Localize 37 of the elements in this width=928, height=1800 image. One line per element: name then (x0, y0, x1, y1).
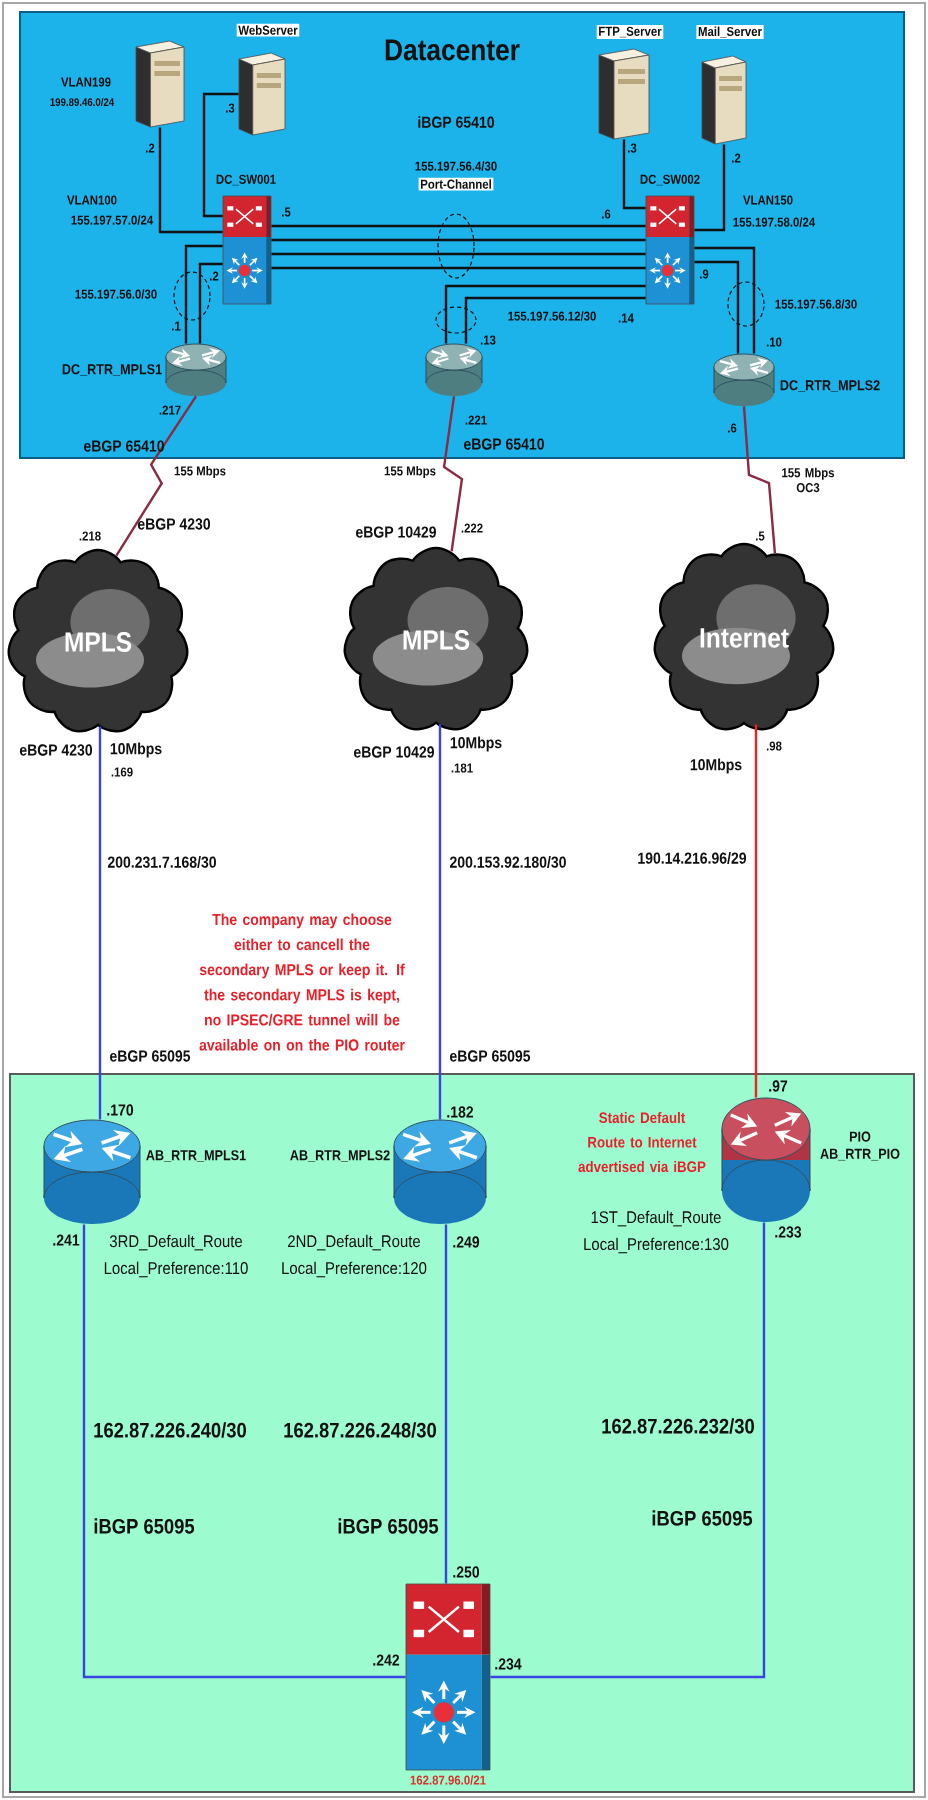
network-link (694, 260, 740, 354)
network-link (271, 238, 646, 242)
network-cloud: MPLS (7, 548, 189, 733)
network-link (464, 296, 646, 344)
serial-link (742, 406, 777, 554)
network-link (271, 266, 646, 270)
network-link (444, 284, 646, 344)
route-label: 3RD_Default_Route Local_Preference:110 (104, 1234, 248, 1278)
network-link (198, 262, 223, 344)
network-link (490, 1222, 766, 1679)
network-link (694, 144, 726, 232)
bgp-label: iBGP 65095 (338, 1518, 439, 1534)
network-cloud: Internet (653, 542, 835, 731)
network-cloud: MPLS (343, 546, 529, 731)
network-link (271, 252, 646, 256)
edge-label: 162.87.226.240/30 (94, 1422, 246, 1438)
bgp-label: iBGP 65095 (652, 1510, 753, 1526)
network-link (444, 1224, 448, 1584)
network-link (202, 92, 239, 218)
network-link (158, 127, 223, 234)
network-link (82, 1224, 406, 1679)
serial-link (442, 396, 464, 552)
route-label: 2ND_Default_Route Local_Preference:120 (282, 1234, 427, 1278)
serial-link (115, 395, 197, 557)
network-link (184, 244, 223, 344)
router-icon (425, 343, 483, 396)
network-link (694, 246, 756, 354)
network-link (271, 224, 646, 228)
network-link (754, 724, 758, 1098)
network-link (98, 726, 102, 1120)
bgp-label: iBGP 65095 (94, 1518, 195, 1534)
site-panel (9, 1073, 915, 1793)
route-label: 1ST_Default_Route Local_Preference:130 (584, 1210, 729, 1254)
network-link (438, 724, 442, 1120)
network-link (622, 139, 646, 210)
edge-label: 162.87.226.248/30 (284, 1422, 436, 1438)
edge-label: 162.87.226.232/30 (602, 1418, 754, 1434)
